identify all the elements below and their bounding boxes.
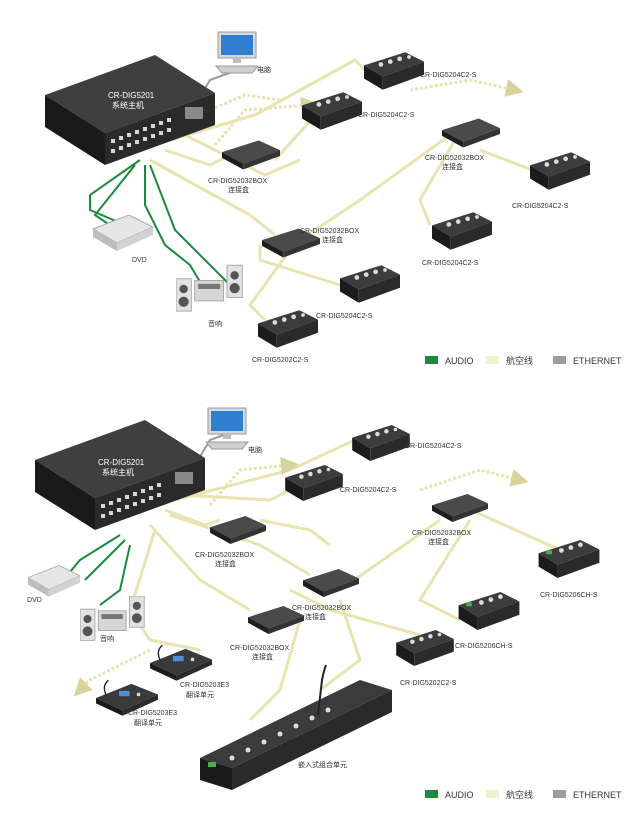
- unit2-4-label: CR-DIG5206CH-S: [455, 643, 513, 650]
- box-b-name: 连接盒: [442, 162, 463, 171]
- unit-4-label: CR-DIG5204C2-S: [422, 260, 479, 267]
- legend2-aviation-swatch: [486, 790, 499, 798]
- unit2-5-label: CR-DIG5202C2-S: [400, 680, 457, 687]
- pc-label: 电脑: [257, 65, 271, 74]
- unit-5: [340, 265, 400, 303]
- connection-box-a: [222, 140, 280, 170]
- speaker2-label: 音响: [100, 634, 114, 643]
- system-host-1: [45, 55, 215, 165]
- pc2-label: 电脑: [248, 445, 262, 454]
- box-c-name: 连接盒: [322, 235, 343, 244]
- legend-aviation-swatch: [486, 356, 499, 364]
- legend2-audio-swatch: [425, 790, 438, 798]
- unit-2-label: CR-DIG5204C2-S: [358, 112, 415, 119]
- unit-5-label: CR-DIG5204C2-S: [316, 313, 373, 320]
- host2-model-label: CR-DIG5201: [98, 458, 145, 467]
- unit-1-label: CR-DIG5204C2-S: [420, 72, 477, 79]
- interp-2-name: 翻译单元: [134, 718, 162, 727]
- speaker-icon: [176, 264, 243, 312]
- unit2-3-label: CR-DIG5206CH-S: [540, 592, 598, 599]
- connection-box-2b: [432, 494, 488, 522]
- box-2b-name: 连接盒: [428, 537, 449, 546]
- diagram-2: CR-DIG5201 系统主机 电脑 DVD 音响 CR-DIG52032BOX…: [27, 407, 622, 800]
- host2-name-label: 系统主机: [102, 467, 134, 477]
- diagram-1: CR-DIG5201 系统主机 电脑 DVD 音响 CR-DIG52032BOX…: [45, 31, 622, 366]
- dvd2-label: DVD: [27, 597, 42, 604]
- speaker2-icon: [80, 596, 145, 641]
- box-a-model: CR-DIG52032BOX: [208, 178, 267, 185]
- interp-1-model: CR-DIG5203E3: [180, 682, 229, 689]
- box-c-model: CR-DIG52032BOX: [300, 228, 359, 235]
- embedded-combined-unit: [200, 664, 392, 790]
- unit-6-label: CR-DIG5202C2-S: [252, 357, 309, 364]
- interpreter-unit-1: [150, 645, 212, 681]
- pc-icon: [215, 31, 259, 74]
- box-2c-model: CR-DIG52032BOX: [292, 605, 351, 612]
- box-2b-model: CR-DIG52032BOX: [412, 530, 471, 537]
- legend-1: AUDIO 航空线 ETHERNET: [425, 355, 622, 366]
- box-2a-model: CR-DIG52032BOX: [195, 552, 254, 559]
- box-2d-name: 连接盒: [252, 652, 273, 661]
- unit-3-label: CR-DIG5204C2-S: [512, 203, 569, 210]
- box-2d-model: CR-DIG52032BOX: [230, 645, 289, 652]
- unit-6: [258, 310, 318, 348]
- pc2-icon: [205, 407, 249, 450]
- unit2-1-label: CR-DIG5204C2-S: [405, 443, 462, 450]
- embedded-label: 嵌入式组合单元: [298, 760, 347, 769]
- connection-box-b: [442, 118, 500, 148]
- unit2-5: [396, 630, 454, 666]
- legend-aviation-label: 航空线: [506, 355, 533, 366]
- unit-2: [302, 92, 362, 130]
- unit-3: [530, 152, 590, 190]
- unit-1: [364, 52, 424, 90]
- interp-2-model: CR-DIG5203E3: [128, 710, 177, 717]
- legend-ethernet-swatch: [553, 356, 566, 364]
- legend2-ethernet-swatch: [553, 790, 566, 798]
- host-name-label: 系统主机: [112, 100, 144, 110]
- unit2-1: [352, 425, 410, 461]
- box-2a-name: 连接盒: [215, 559, 236, 568]
- unit2-2-label: CR-DIG5204C2-S: [340, 487, 397, 494]
- legend-audio-swatch: [425, 356, 438, 364]
- box-a-name: 连接盒: [228, 185, 249, 194]
- speaker-label: 音响: [208, 319, 222, 328]
- legend2-aviation-label: 航空线: [506, 789, 533, 800]
- unit2-2: [285, 465, 343, 501]
- host-model-label: CR-DIG5201: [108, 91, 155, 100]
- box-2c-name: 连接盒: [305, 612, 326, 621]
- audio-cables-2: [69, 534, 131, 606]
- connection-box-2c: [303, 569, 359, 597]
- legend2-ethernet-label: ETHERNET: [573, 790, 622, 800]
- unit2-4: [458, 592, 520, 630]
- unit-4: [432, 212, 492, 250]
- legend-ethernet-label: ETHERNET: [573, 356, 622, 366]
- legend-2: AUDIO 航空线 ETHERNET: [425, 789, 622, 800]
- box-b-model: CR-DIG52032BOX: [425, 155, 484, 162]
- legend-audio-label: AUDIO: [445, 356, 474, 366]
- interp-1-name: 翻译单元: [186, 690, 214, 699]
- dvd-label: DVD: [132, 257, 147, 264]
- legend2-audio-label: AUDIO: [445, 790, 474, 800]
